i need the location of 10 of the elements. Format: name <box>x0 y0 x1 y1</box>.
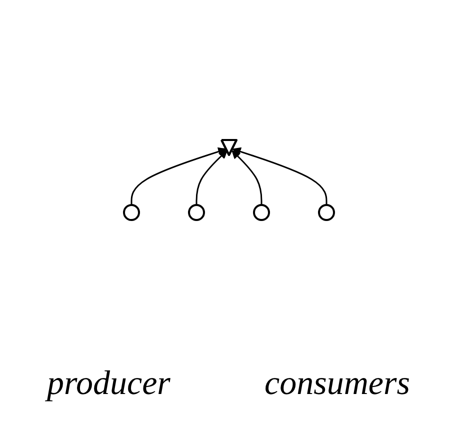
node-circle <box>188 204 204 221</box>
arrow <box>195 150 227 205</box>
caption-text: producer <box>47 365 170 403</box>
node-circle <box>318 204 334 221</box>
node-circle <box>122 204 140 221</box>
arrow <box>232 147 327 205</box>
caption-text: consumers <box>264 365 410 403</box>
arrow <box>130 147 226 205</box>
node-circle <box>252 204 270 221</box>
arrow <box>231 150 262 205</box>
